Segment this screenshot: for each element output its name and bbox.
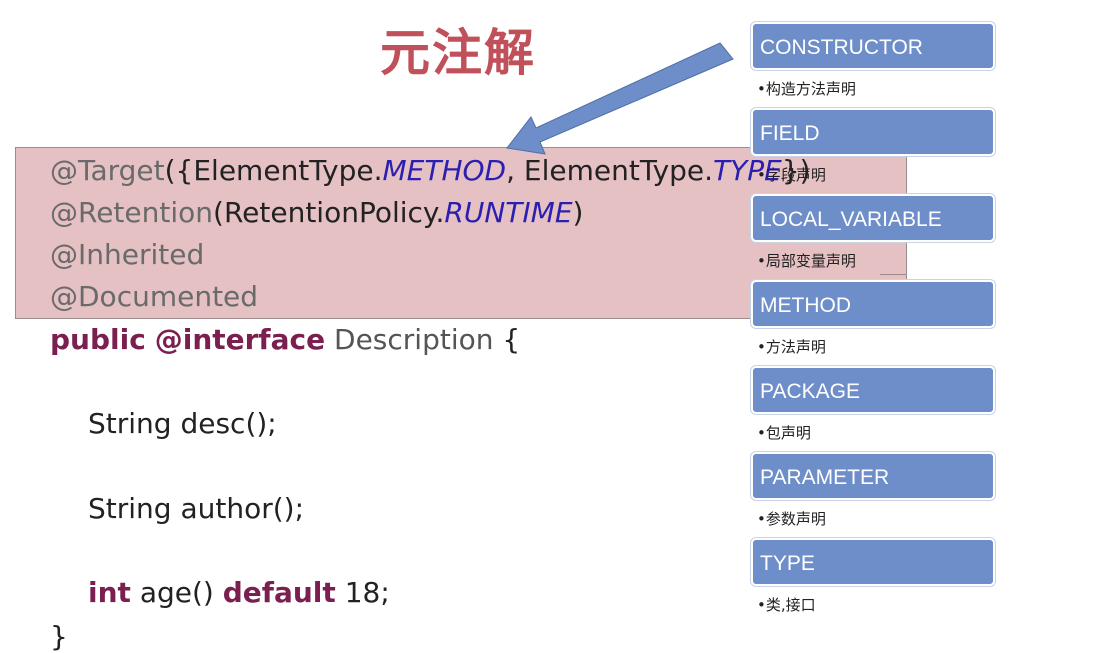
element-type-type: TYPE xyxy=(751,538,995,586)
code-text: String desc(); xyxy=(88,407,277,440)
element-type-package: PACKAGE xyxy=(751,366,995,414)
code-constant: RUNTIME xyxy=(444,196,573,229)
code-keyword: public xyxy=(50,323,146,356)
element-type-parameter: PARAMETER xyxy=(751,452,995,500)
code-text: } xyxy=(50,620,68,653)
code-line-target: @Target({ElementType.METHOD, ElementType… xyxy=(50,157,811,185)
documented-annotation: @Documented xyxy=(50,280,259,313)
code-constant: METHOD xyxy=(382,154,507,187)
code-keyword: int xyxy=(88,576,131,609)
code-text: { xyxy=(502,323,521,356)
element-type-package-desc: •包声明 xyxy=(757,424,811,442)
retention-annotation: @Retention xyxy=(50,196,214,229)
element-type-constructor: CONSTRUCTOR xyxy=(751,22,995,70)
code-keyword: default xyxy=(222,576,336,609)
interface-name: Description xyxy=(334,323,494,356)
code-text: 18; xyxy=(344,576,390,609)
code-line-age: int age() default 18; xyxy=(88,579,390,607)
target-annotation: @Target xyxy=(50,154,165,187)
arrow-shape xyxy=(506,42,734,155)
code-text: , ElementType. xyxy=(506,154,714,187)
element-type-method-desc: •方法声明 xyxy=(757,338,826,356)
code-line-interface-declaration: public @interface Description { xyxy=(50,326,520,354)
code-text: ) xyxy=(572,196,584,229)
element-type-local-variable: LOCAL_VARIABLE xyxy=(751,194,995,242)
code-line-documented: @Documented xyxy=(50,283,258,311)
code-constant: TYPE xyxy=(713,154,782,187)
code-text: }) xyxy=(781,154,811,187)
element-type-constructor-desc: •构造方法声明 xyxy=(757,80,856,98)
code-keyword: @interface xyxy=(154,323,326,356)
code-text: age() xyxy=(139,576,214,609)
code-line-author: String author(); xyxy=(88,495,304,523)
code-text: ({ElementType. xyxy=(164,154,383,187)
element-type-field: FIELD xyxy=(751,108,995,156)
inherited-annotation: @Inherited xyxy=(50,238,205,271)
element-type-parameter-desc: •参数声明 xyxy=(757,510,826,528)
element-type-type-desc: •类,接口 xyxy=(757,596,816,614)
code-text: (RetentionPolicy. xyxy=(213,196,445,229)
code-line-closing-brace: } xyxy=(50,623,68,651)
element-type-field-desc: •字段声明 xyxy=(757,166,826,184)
slide-title: 元注解 xyxy=(380,24,536,82)
code-text: String author(); xyxy=(88,492,305,525)
element-type-method: METHOD xyxy=(751,280,995,328)
code-line-inherited: @Inherited xyxy=(50,241,204,269)
element-type-local-variable-desc: •局部变量声明 xyxy=(757,252,856,270)
code-line-retention: @Retention(RetentionPolicy.RUNTIME) xyxy=(50,199,583,227)
code-line-desc: String desc(); xyxy=(88,410,277,438)
